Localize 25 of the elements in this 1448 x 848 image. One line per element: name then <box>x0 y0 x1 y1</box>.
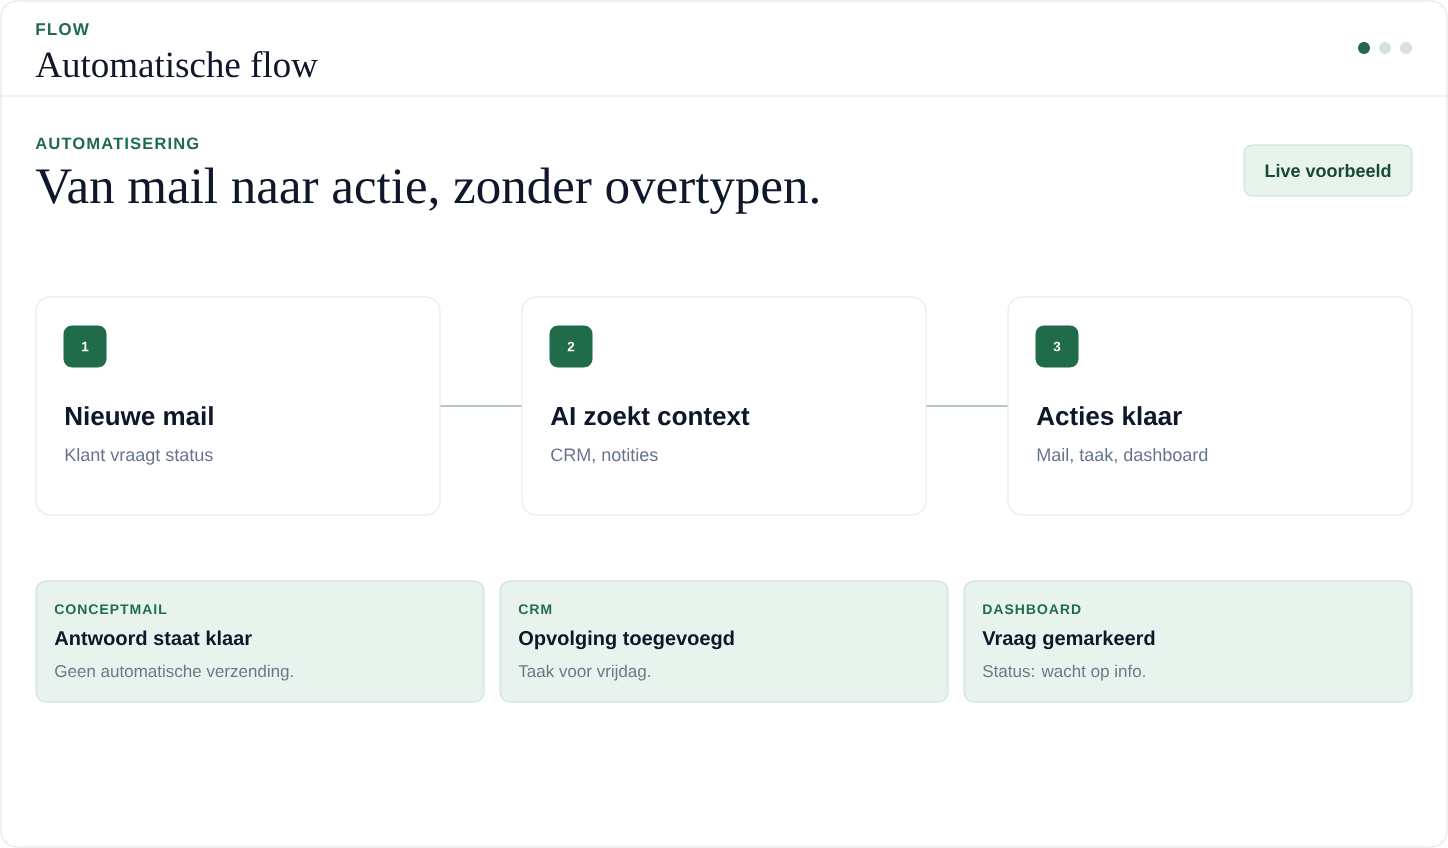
eyebrow-label: AUTOMATISERING <box>35 137 199 150</box>
result-title: Vraag gemarkeerd <box>982 630 1155 650</box>
step-title: AI zoekt context <box>550 406 750 426</box>
category-label: CONCEPTMAIL <box>54 604 167 615</box>
result-note: Taak voor vrijdag. <box>518 664 650 681</box>
result-note: Geen automatische verzending. <box>55 664 293 681</box>
title: Automatische flow <box>35 50 318 78</box>
number-badge: 2 <box>549 325 593 368</box>
step-title: Acties klaar <box>1036 406 1182 426</box>
connector-line <box>439 405 523 407</box>
category-label: CRM <box>518 604 552 615</box>
number-badge: 3 <box>1035 325 1079 368</box>
eyebrow-label: FLOW <box>36 23 89 36</box>
button: Live voorbeeld <box>1243 144 1413 197</box>
result-title: Opvolging toegevoegd <box>519 630 734 650</box>
step-title: Nieuwe mail <box>66 406 213 426</box>
step-description: Mail, taak, dashboard <box>1037 447 1208 464</box>
result-title: Antwoord staat klaar <box>54 630 252 646</box>
headline: Van mail naar actie, zonder overtypen. <box>35 167 818 214</box>
step-description: CRM, notities <box>551 447 658 464</box>
connector-line <box>925 405 1009 407</box>
category-label: DASHBOARD <box>983 604 1081 615</box>
number-badge: 1 <box>63 325 107 368</box>
result-note: Status: wacht op info. <box>983 664 1145 681</box>
step-description: Klant vraagt status <box>65 447 213 465</box>
